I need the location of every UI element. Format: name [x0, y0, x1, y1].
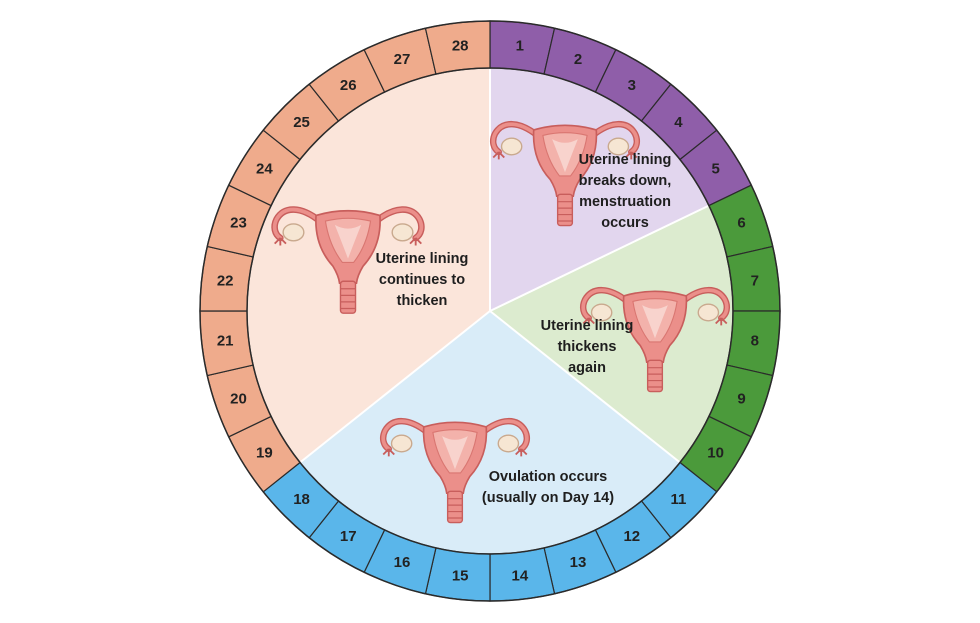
- phase-label-ovulation: Ovulation occurs (usually on Day 14): [482, 469, 614, 506]
- phase-divider-ovulation: [489, 310, 680, 463]
- phase-label-line: (usually on Day 14): [482, 490, 614, 506]
- phase-dividers: [300, 69, 709, 463]
- day-label-27: 27: [394, 51, 411, 68]
- phase-sector-ovulation: [300, 311, 680, 555]
- day-label-19: 19: [256, 444, 273, 461]
- day-label-23: 23: [230, 214, 247, 231]
- ring-inner-border: [246, 67, 734, 555]
- phase-labels: Uterine lining breaks down, menstruation oc…: [376, 152, 672, 506]
- day-label-2: 2: [574, 51, 582, 68]
- day-label-14: 14: [511, 567, 528, 584]
- phase-divider-luteal: [300, 310, 491, 463]
- day-label-3: 3: [628, 77, 636, 94]
- day-label-26: 26: [340, 77, 357, 94]
- phase-label-line: thickens: [558, 339, 617, 355]
- phase-sector-rebuild: [490, 205, 734, 463]
- phase-label-luteal: Uterine lining continues to thicken: [376, 251, 469, 309]
- phase-label-line: menstruation: [579, 194, 671, 210]
- phase-label-line: thicken: [397, 293, 448, 309]
- ring-outer-border: [199, 20, 781, 602]
- day-label-4: 4: [674, 114, 683, 131]
- phase-label-line: again: [568, 360, 606, 376]
- phase-label-line: Uterine lining: [579, 152, 672, 168]
- phase-label-line: continues to: [379, 272, 465, 288]
- phase-label-menstruation: Uterine lining breaks down, menstruation oc…: [579, 152, 672, 231]
- day-label-15: 15: [452, 567, 469, 584]
- day-label-28: 28: [452, 38, 469, 55]
- day-label-17: 17: [340, 528, 357, 545]
- day-label-6: 6: [737, 214, 745, 231]
- day-label-16: 16: [394, 554, 411, 571]
- day-ring: 1234567891011121314151617181920212223242…: [199, 20, 781, 602]
- phase-sector-luteal: [246, 67, 490, 463]
- phase-divider-rebuild: [489, 205, 709, 312]
- day-label-9: 9: [737, 391, 745, 408]
- day-label-22: 22: [217, 273, 234, 290]
- day-label-5: 5: [711, 161, 719, 178]
- day-label-18: 18: [293, 491, 310, 508]
- phase-label-line: occurs: [601, 215, 649, 231]
- day-label-7: 7: [751, 273, 759, 290]
- phase-sectors: [246, 67, 734, 555]
- phase-label-line: Uterine lining: [376, 251, 469, 267]
- phase-label-line: Uterine lining: [541, 318, 634, 334]
- day-label-10: 10: [707, 444, 724, 461]
- day-label-11: 11: [671, 491, 687, 508]
- day-label-13: 13: [570, 554, 587, 571]
- day-label-20: 20: [230, 391, 247, 408]
- day-label-21: 21: [217, 332, 234, 349]
- day-label-12: 12: [623, 528, 640, 545]
- phase-label-line: breaks down,: [579, 173, 672, 189]
- day-label-8: 8: [751, 332, 759, 349]
- day-label-25: 25: [293, 114, 310, 131]
- day-label-1: 1: [516, 38, 524, 55]
- phase-label-line: Ovulation occurs: [489, 469, 607, 485]
- day-label-24: 24: [256, 161, 273, 178]
- phase-label-rebuild: Uterine lining thickens again: [541, 318, 634, 376]
